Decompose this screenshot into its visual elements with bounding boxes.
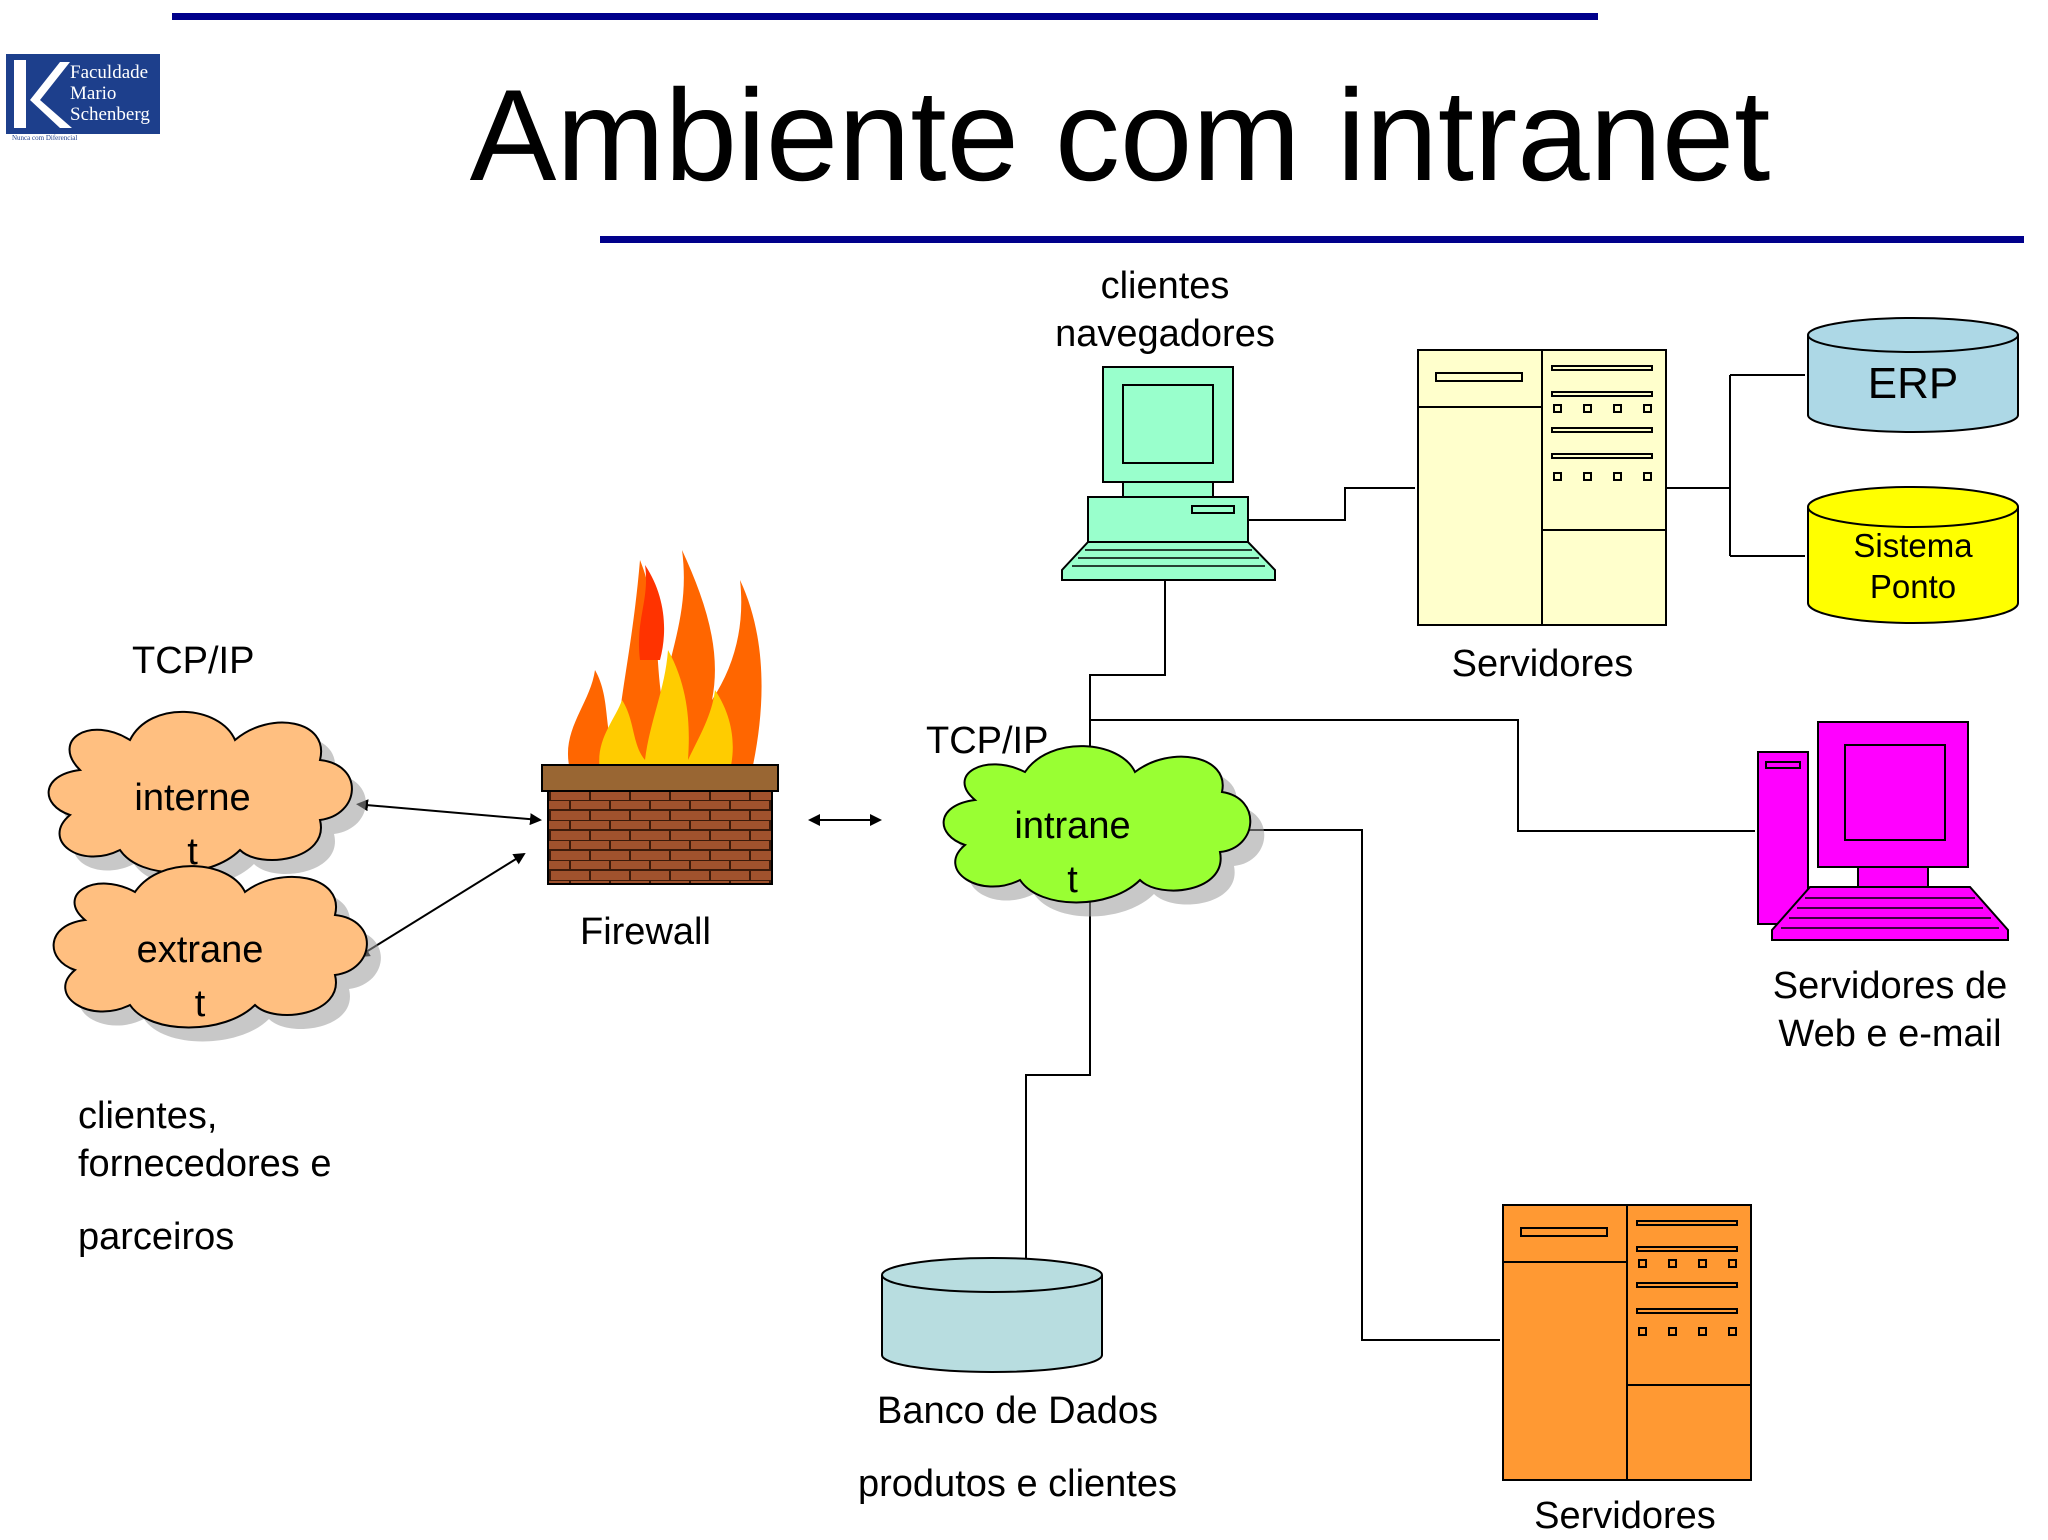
logo-line-2: Mario [70, 83, 116, 104]
logo: Faculdade Mario Schenberg Nunca com Dife… [6, 54, 160, 142]
firewall-label: Firewall [580, 911, 711, 953]
link-intranet-db [1025, 880, 1091, 1258]
partners-label-3: parceiros [78, 1216, 235, 1258]
servers-bottom-icon [1502, 1204, 1752, 1481]
arrows [356, 799, 882, 958]
extranet-label-1: extrane [136, 929, 264, 971]
arrow-extranet-firewall [357, 852, 526, 958]
cloud-extranet [52, 865, 381, 1042]
arrow-internet-firewall [356, 799, 542, 826]
database-label-2: produtos e clientes [858, 1463, 1177, 1505]
tcpip-left-label: TCP/IP [132, 640, 255, 682]
servers-bottom-label: Servidores [1534, 1495, 1716, 1537]
erp-label: ERP [1867, 359, 1959, 408]
logo-tagline: Nunca com Diferencial [12, 134, 77, 142]
connectors [1025, 374, 1805, 1341]
database-icon [881, 1257, 1103, 1373]
sistema-ponto-label-1: Sistema [1853, 527, 1973, 564]
clients-label-2: navegadores [1055, 313, 1275, 355]
link-client-intranet [1089, 580, 1166, 780]
link-intranet-web [1090, 719, 1755, 832]
link-intranet-servers [1238, 829, 1500, 1341]
sistema-ponto-database-icon [1807, 486, 2019, 624]
sistema-ponto-label-2: Ponto [1869, 568, 1957, 605]
servers-top-label: Servidores [1451, 643, 1634, 685]
servers-top-icon [1417, 349, 1667, 626]
cloud-internet [47, 710, 366, 887]
intranet-label-1: intrane [1014, 805, 1131, 847]
cloud-intranet [942, 745, 1265, 917]
link-client-servers [1245, 487, 1415, 521]
extranet-label-2: t [194, 983, 206, 1025]
web-mail-label-2: Web e e-mail [1778, 1013, 2002, 1055]
web-mail-label-1: Servidores de [1772, 965, 2008, 1007]
logo-line-1: Faculdade [70, 62, 148, 83]
firewall-icon [541, 550, 779, 885]
page-title: Ambiente com intranet [469, 62, 1771, 208]
top-rule [172, 13, 1598, 20]
internet-label-2: t [187, 831, 198, 873]
partners-label-1: clientes, [78, 1095, 218, 1137]
client-computer-icon [1061, 366, 1276, 581]
title-underline [600, 236, 2024, 243]
clients-label-1: clientes [1100, 265, 1230, 307]
internet-label-1: interne [134, 777, 251, 819]
intranet-label-2: t [1067, 859, 1078, 901]
tcpip-right-label: TCP/IP [926, 720, 1049, 762]
erp-database-icon [1807, 317, 2019, 433]
partners-label-2: fornecedores e [78, 1143, 332, 1185]
web-email-server-icon [1757, 721, 2009, 941]
logo-line-3: Schenberg [70, 104, 150, 125]
database-label-1: Banco de Dados [877, 1390, 1158, 1432]
